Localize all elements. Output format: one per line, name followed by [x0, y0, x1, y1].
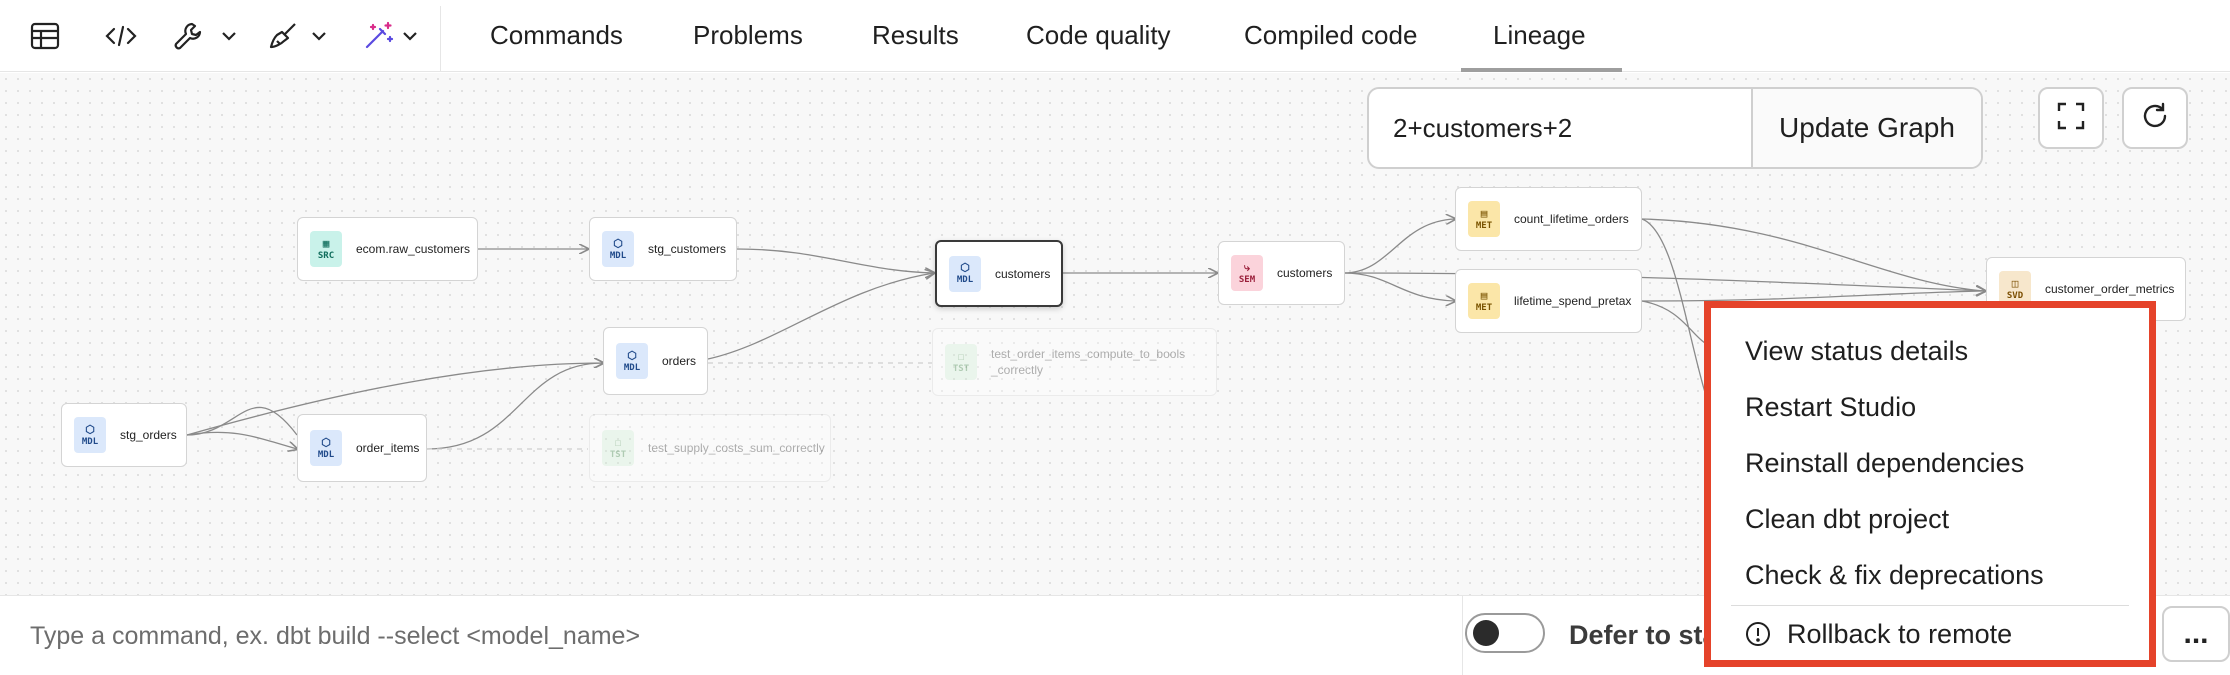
node-label: ecom.raw_customers	[356, 242, 471, 256]
lineage-edges	[186, 73, 2230, 595]
refresh-icon	[2141, 102, 2169, 135]
code-icon[interactable]	[105, 22, 137, 50]
tab-commands[interactable]: Commands	[490, 20, 623, 50]
source-badge: ▦SRC	[310, 231, 342, 267]
options-menu: View status details Restart Studio Reins…	[1711, 308, 2149, 660]
lineage-node[interactable]: ⬡MDL order_items	[297, 414, 427, 482]
node-label: stg_orders	[120, 428, 177, 442]
toolbar-divider	[440, 6, 441, 72]
chevron-down-icon[interactable]	[402, 22, 418, 50]
node-label: test_supply_costs_sum_correctly	[648, 441, 825, 455]
menu-item-check-fix-deprecations[interactable]: Check & fix deprecations	[1745, 560, 2044, 590]
node-label: order_items	[356, 441, 420, 455]
node-label: customers	[995, 266, 1051, 281]
command-input[interactable]	[28, 618, 1432, 654]
lineage-node[interactable]: ⬡MDL stg_orders	[61, 403, 187, 467]
menu-item-reinstall-dependencies[interactable]: Reinstall dependencies	[1745, 448, 2025, 478]
command-bar-divider	[1462, 596, 1463, 675]
magic-wand-icon[interactable]	[363, 21, 395, 50]
node-label: orders	[662, 354, 697, 368]
graph-selector: 2+customers+2 Update Graph	[1367, 87, 1983, 169]
alert-circle-icon	[1745, 621, 1771, 647]
wrench-icon[interactable]	[172, 22, 204, 50]
metric-badge: ▤MET	[1468, 201, 1500, 237]
node-label: lifetime_spend_pretax	[1514, 294, 1632, 308]
node-label: customer_order_metrics	[2045, 282, 2175, 296]
toolbar: Commands Problems Results Code quality C…	[0, 0, 2230, 72]
menu-item-label: Rollback to remote	[1787, 619, 2013, 649]
toggle-knob	[1473, 620, 1499, 646]
lineage-node[interactable]: ⬡MDL stg_customers	[589, 217, 737, 281]
menu-item-view-status-details[interactable]: View status details	[1745, 336, 1969, 366]
menu-item-rollback-to-remote[interactable]: Rollback to remote	[1711, 606, 2149, 662]
lineage-node[interactable]: ▦SRC ecom.raw_customers	[297, 217, 478, 281]
menu-separator	[1731, 605, 2129, 606]
lineage-node-selected[interactable]: ⬡MDL customers	[935, 240, 1063, 307]
node-label: count_lifetime_orders	[1514, 212, 1629, 226]
fullscreen-icon	[2057, 102, 2085, 135]
update-graph-button[interactable]: Update Graph	[1753, 89, 1981, 167]
metric-badge: ▤MET	[1468, 283, 1500, 319]
model-badge: ⬡MDL	[310, 430, 342, 466]
broom-icon[interactable]	[268, 22, 298, 50]
lineage-node[interactable]: ▤MET lifetime_spend_pretax	[1455, 269, 1642, 333]
model-badge: ⬡MDL	[74, 417, 106, 453]
tab-compiled-code[interactable]: Compiled code	[1244, 20, 1418, 50]
lineage-node[interactable]: ▤MET count_lifetime_orders	[1455, 187, 1642, 251]
tab-results[interactable]: Results	[872, 20, 959, 50]
test-badge: ☐TST	[945, 344, 977, 380]
menu-item-restart-studio[interactable]: Restart Studio	[1745, 392, 1917, 422]
menu-item-clean-dbt-project[interactable]: Clean dbt project	[1745, 504, 1950, 534]
lineage-node-test[interactable]: ☐TST test_order_items_compute_to_bools _…	[932, 328, 1217, 396]
test-badge: ☐TST	[602, 430, 634, 466]
fullscreen-button[interactable]	[2038, 87, 2104, 149]
table-icon[interactable]	[30, 22, 60, 50]
defer-toggle[interactable]	[1465, 613, 1545, 653]
tab-lineage[interactable]: Lineage	[1461, 0, 1622, 72]
lineage-node[interactable]: ⤷SEM customers	[1218, 241, 1345, 305]
tab-code-quality[interactable]: Code quality	[1026, 20, 1171, 50]
model-badge: ⬡MDL	[616, 343, 648, 379]
graph-selector-input[interactable]: 2+customers+2	[1369, 89, 1753, 167]
chevron-down-icon[interactable]	[311, 22, 327, 50]
saved-query-badge: ◫SVD	[1999, 271, 2031, 307]
node-label: stg_customers	[648, 242, 727, 256]
node-label: test_order_items_compute_to_bools _corre…	[991, 347, 1186, 377]
semantic-badge: ⤷SEM	[1231, 255, 1263, 291]
node-label: customers	[1277, 266, 1333, 280]
defer-label: Defer to sta	[1569, 620, 1718, 650]
refresh-button[interactable]	[2122, 87, 2188, 149]
chevron-down-icon[interactable]	[221, 22, 237, 50]
tab-problems[interactable]: Problems	[693, 20, 803, 50]
model-badge: ⬡MDL	[602, 231, 634, 267]
lineage-node-test[interactable]: ☐TST test_supply_costs_sum_correctly	[589, 414, 831, 482]
model-badge: ⬡MDL	[949, 255, 981, 292]
more-options-button[interactable]: ...	[2162, 606, 2230, 662]
lineage-node[interactable]: ⬡MDL orders	[603, 327, 708, 395]
